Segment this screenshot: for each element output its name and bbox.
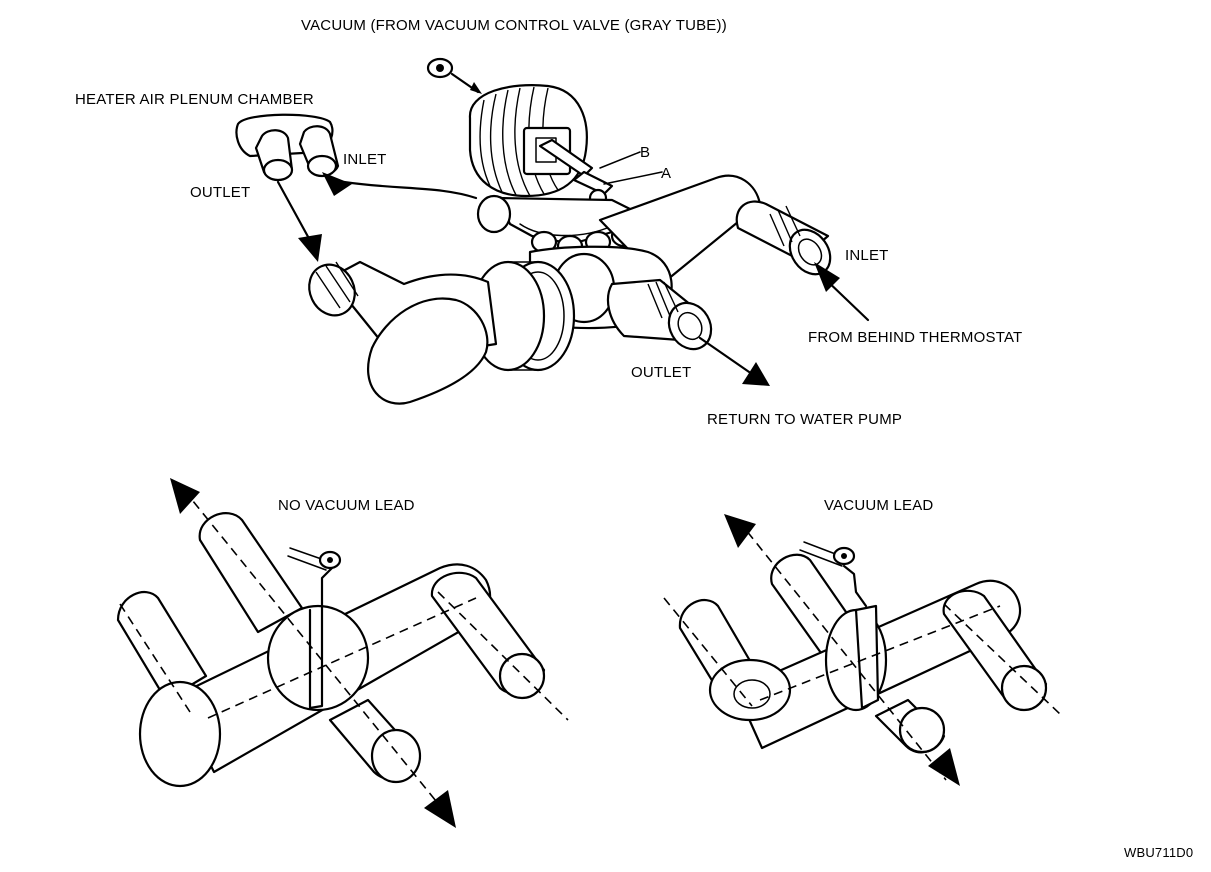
main-pipe — [308, 260, 498, 405]
vacuum-fitting — [426, 57, 482, 94]
heater-plenum-label: HEATER AIR PLENUM CHAMBER — [75, 91, 314, 108]
plenum-inlet-hose — [342, 180, 478, 200]
vacuum-view — [663, 514, 1061, 786]
from-thermostat-label: FROM BEHIND THERMOSTAT — [808, 329, 1022, 346]
return-pump-label: RETURN TO WATER PUMP — [707, 411, 902, 428]
outlet-branch — [606, 278, 713, 351]
no-vacuum-view — [116, 478, 569, 828]
no-vacuum-label: NO VACUUM LEAD — [278, 497, 415, 514]
figure-code: WBU711D0 — [1124, 845, 1193, 860]
valve-inlet-label: INLET — [845, 247, 889, 264]
bracket-boss-left — [476, 194, 512, 234]
position-a-label: A — [661, 165, 671, 182]
heater-plenum — [235, 113, 340, 182]
plenum-outlet-label: OUTLET — [190, 184, 250, 201]
flow-arrows-top — [276, 172, 870, 386]
position-b-label: B — [640, 144, 650, 161]
vacuum-source-label: VACUUM (FROM VACUUM CONTROL VALVE (GRAY … — [301, 17, 727, 34]
vacuum-label: VACUUM LEAD — [824, 497, 933, 514]
plenum-inlet-label: INLET — [343, 151, 387, 168]
vacuum-motor — [468, 84, 588, 198]
valve-outlet-label: OUTLET — [631, 364, 691, 381]
